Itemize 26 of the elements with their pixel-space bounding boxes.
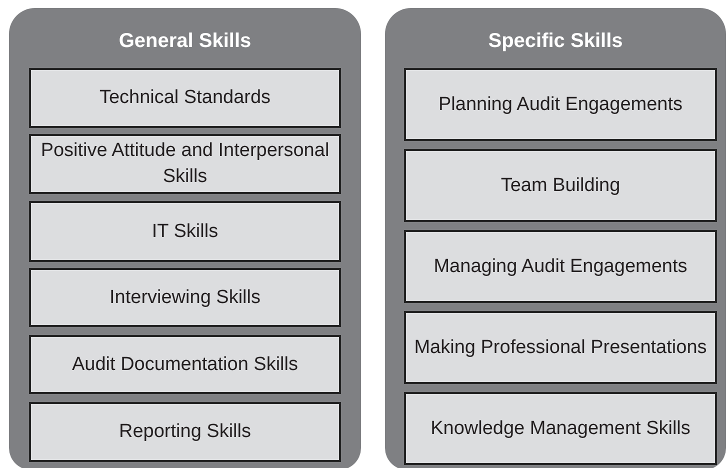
skill-box [404,68,717,141]
skill-box [29,402,341,462]
skill-label: Making Professional Presentations [414,336,707,360]
skill-label: Team Building [500,174,620,198]
skill-box [404,392,717,465]
skill-label: Positive Attitude and Interpersonal Skills [40,139,330,189]
skill-box [404,311,717,384]
skill-label: Reporting Skills [119,420,251,444]
skill-box [29,134,341,194]
skill-box [29,335,341,394]
category-panel [385,8,726,468]
skill-label: Planning Audit Engagements [438,92,682,117]
skill-label: Knowledge Management Skills [430,416,690,441]
panel-heading: General Skills [118,30,252,53]
skill-label: Interviewing Skills [110,286,260,310]
skill-label: Managing Audit Engagements [434,254,688,279]
skill-label: IT Skills [152,220,218,244]
skill-box [29,268,341,327]
skill-box [29,68,341,128]
skill-box [29,201,341,262]
skill-box [404,149,717,222]
skill-box [404,230,717,303]
skill-label: Technical Standards [99,86,271,110]
panel-heading: Specific Skills [487,30,624,53]
skill-label: Audit Documentation Skills [72,352,298,377]
category-panel [9,8,361,468]
